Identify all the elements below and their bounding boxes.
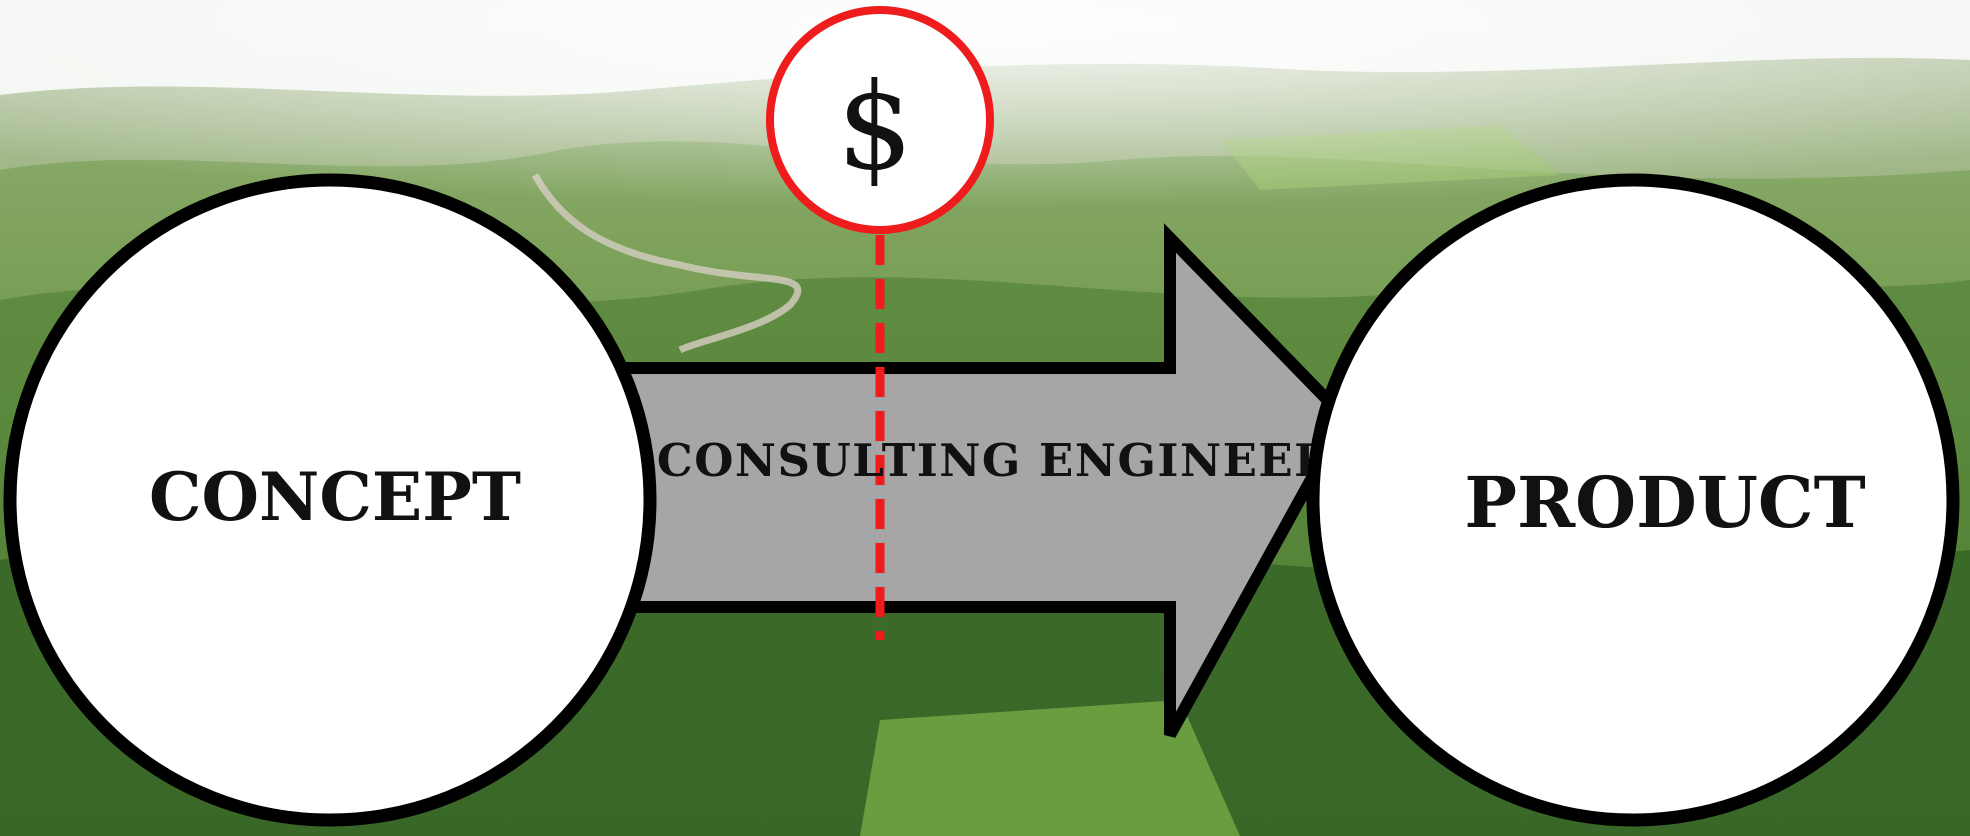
- connector-label: CONSULTING ENGINEER: [657, 434, 1333, 487]
- connector-arrow: [594, 223, 1353, 738]
- cost-marker-circle: [766, 6, 994, 234]
- end-node-label: PRODUCT: [1464, 461, 1865, 544]
- start-node-circle: [3, 173, 657, 827]
- cost-marker-symbol: $: [837, 58, 913, 197]
- start-node-label: CONCEPT: [149, 458, 521, 536]
- end-node-circle: [1306, 173, 1960, 827]
